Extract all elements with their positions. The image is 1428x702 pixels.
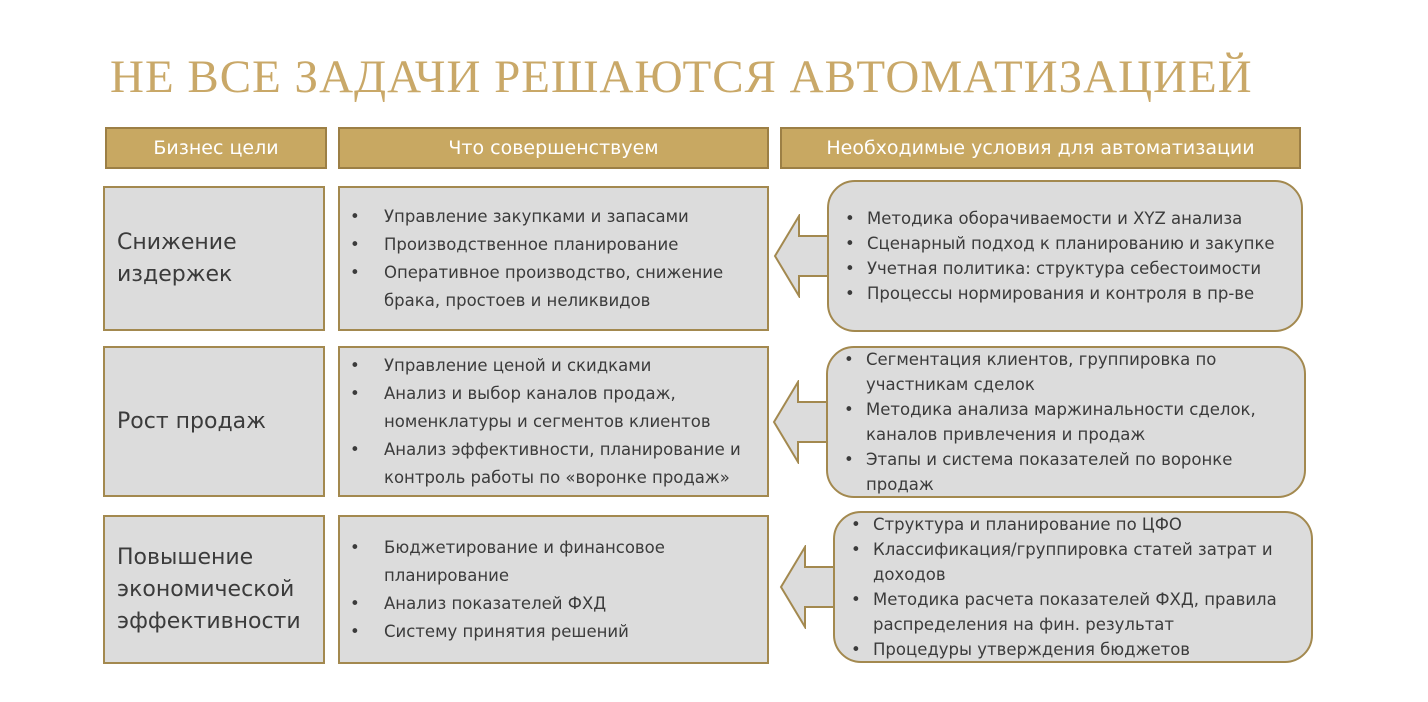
improvement-item: Анализ и выбор каналов продаж, номенклат… (340, 380, 757, 436)
conditions-box: Сегментация клиентов, группировка по уча… (826, 346, 1306, 498)
conditions-box: Методика оборачиваемости и XYZ анализаСц… (827, 180, 1303, 332)
condition-item: Учетная политика: структура себестоимост… (829, 256, 1275, 281)
improvement-item: Бюджетирование и финансовое планирование (340, 534, 757, 590)
business-goal-box: Рост продаж (103, 346, 325, 497)
business-goal-label: Снижение издержек (117, 229, 237, 287)
business-goal-label: Рост продаж (117, 408, 266, 434)
improvement-box: Управление закупками и запасамиПроизводс… (338, 186, 769, 331)
improvement-box: Управление ценой и скидкамиАнализ и выбо… (338, 346, 769, 497)
condition-item: Процедуры утверждения бюджетов (835, 637, 1299, 662)
improvement-item: Производственное планирование (340, 231, 757, 259)
improvement-item: Управление закупками и запасами (340, 203, 757, 231)
condition-item: Структура и планирование по ЦФО (835, 512, 1299, 537)
header-conditions: Необходимые условия для автоматизации (780, 127, 1301, 169)
condition-item: Методика расчета показателей ФХД, правил… (835, 587, 1299, 637)
condition-item: Этапы и система показателей по воронке п… (828, 447, 1292, 497)
business-goal-box: Снижение издержек (103, 186, 325, 331)
header-what-we-improve: Что совершенствуем (338, 127, 769, 169)
condition-item: Сценарный подход к планированию и закупк… (829, 231, 1275, 256)
condition-item: Процессы нормирования и контроля в пр-ве (829, 281, 1275, 306)
business-goal-label: Повышение экономической эффективности (117, 544, 301, 634)
slide-title: НЕ ВСЕ ЗАДАЧИ РЕШАЮТСЯ АВТОМАТИЗАЦИЕЙ (110, 51, 1253, 103)
improvement-item: Анализ показателей ФХД (340, 590, 757, 618)
left-arrow-icon (779, 545, 838, 629)
improvement-box: Бюджетирование и финансовое планирование… (338, 515, 769, 664)
condition-item: Методика оборачиваемости и XYZ анализа (829, 206, 1275, 231)
left-arrow-icon (772, 380, 831, 464)
left-arrow-icon (773, 214, 832, 298)
improvement-item: Управление ценой и скидками (340, 352, 757, 380)
condition-item: Классификация/группировка статей затрат … (835, 537, 1299, 587)
header-business-goals: Бизнес цели (105, 127, 327, 169)
improvement-item: Систему принятия решений (340, 618, 757, 646)
condition-item: Сегментация клиентов, группировка по уча… (828, 347, 1292, 397)
improvement-item: Оперативное производство, снижение брака… (340, 259, 757, 315)
conditions-box: Структура и планирование по ЦФОКлассифик… (833, 511, 1313, 663)
improvement-item: Анализ эффективности, планирование и кон… (340, 436, 757, 492)
condition-item: Методика анализа маржинальности сделок, … (828, 397, 1292, 447)
business-goal-box: Повышение экономической эффективности (103, 515, 325, 664)
